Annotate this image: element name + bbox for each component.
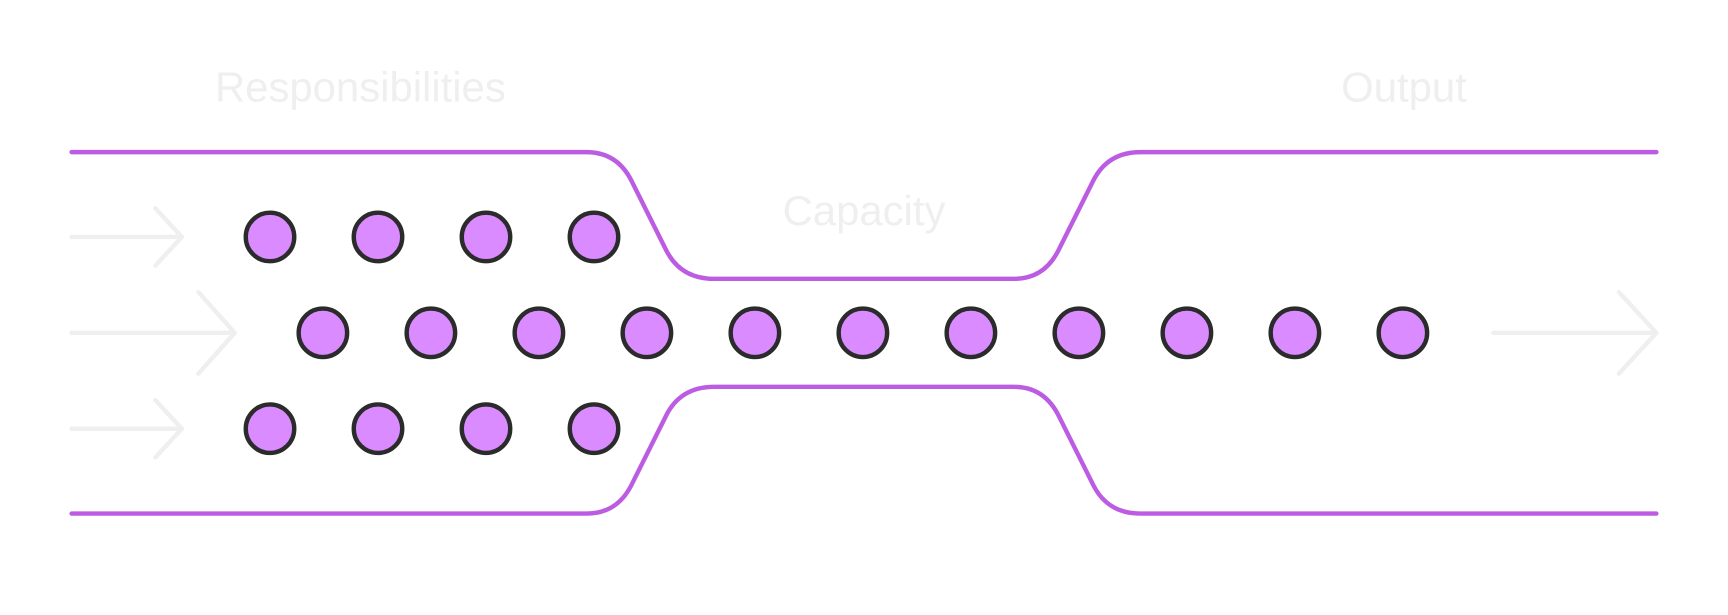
output-arrow-icon <box>1491 289 1659 376</box>
dot-middle-row <box>1160 306 1214 360</box>
dot-middle-row <box>1268 306 1322 360</box>
dot-top-row <box>567 210 621 264</box>
dot-middle-row <box>836 306 890 360</box>
label-capacity: Capacity <box>783 187 946 234</box>
dot-middle-row <box>512 306 566 360</box>
input-arrow-bottom-icon <box>69 397 185 460</box>
pipe-bottom-wall <box>69 384 1659 516</box>
dot-middle-row <box>944 306 998 360</box>
dot-middle-row <box>404 306 458 360</box>
dot-middle-row <box>296 306 350 360</box>
label-output: Output <box>1341 63 1467 110</box>
pipe-top-wall <box>69 149 1659 282</box>
dot-bottom-row <box>351 402 405 456</box>
input-arrow-middle-icon <box>69 289 237 376</box>
dot-top-row <box>351 210 405 264</box>
dot-bottom-row <box>459 402 513 456</box>
dot-bottom-row <box>567 402 621 456</box>
input-arrow-top-icon <box>69 206 185 268</box>
dot-middle-row <box>1052 306 1106 360</box>
dot-top-row <box>243 210 297 264</box>
dot-middle-row <box>1376 306 1430 360</box>
dot-top-row <box>459 210 513 264</box>
dot-middle-row <box>620 306 674 360</box>
dot-bottom-row <box>243 402 297 456</box>
label-responsibilities: Responsibilities <box>215 63 506 110</box>
dot-middle-row <box>728 306 782 360</box>
dots-group <box>243 210 1430 456</box>
